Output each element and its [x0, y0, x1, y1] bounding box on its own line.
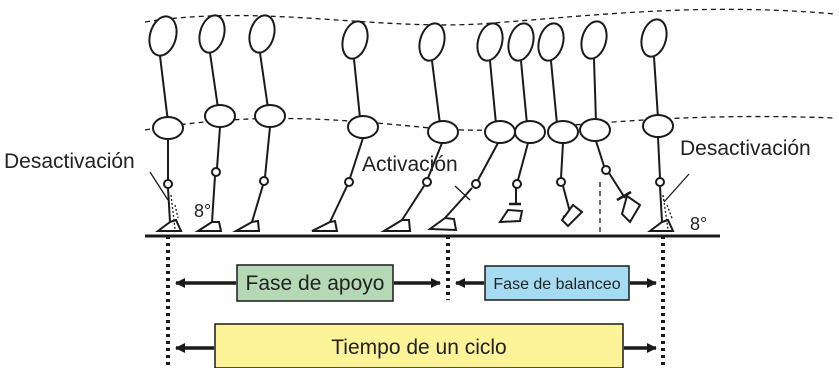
deactivation-label-left: Desactivación: [4, 150, 135, 173]
swing-phase-bar: Fase de balanceo: [455, 265, 657, 301]
deactivation-right-leader: [663, 173, 690, 203]
gait-figure-3: [232, 14, 286, 232]
head-trajectory-curve: [144, 8, 836, 26]
deactivation-left-leader: [149, 171, 169, 201]
gait-figure-5: [380, 22, 459, 232]
swing-phase-label: Fase de balanceo: [493, 276, 620, 293]
deactivation-label-right: Desactivación: [680, 137, 811, 160]
gait-figure-2: [194, 14, 236, 232]
gait-figure-8: [537, 22, 584, 228]
activation-leader: [454, 185, 471, 201]
gait-figure-4: [311, 20, 379, 232]
gait-figure-1: [148, 15, 184, 232]
stance-phase-label: Fase de apoyo: [246, 272, 385, 295]
gait-figure-9: [579, 20, 642, 224]
stance-phase-box: [236, 264, 394, 302]
angle-label-left: 8°: [194, 201, 211, 221]
activation-label: Activación: [362, 153, 458, 176]
gait-figure-6: [427, 22, 516, 232]
angle-label-right: 8°: [690, 214, 707, 234]
cycle-time-bar: Tiempo de un ciclo: [175, 323, 657, 368]
stance-phase-bar: Fase de apoyo: [175, 264, 441, 302]
angle-marker-right: [662, 194, 673, 230]
cycle-time-label: Tiempo de un ciclo: [331, 336, 506, 359]
gait-figure-7: [498, 22, 546, 224]
cycle-time-box: [214, 323, 624, 368]
swing-phase-box: [484, 265, 630, 301]
angle-marker-left: [170, 194, 179, 230]
